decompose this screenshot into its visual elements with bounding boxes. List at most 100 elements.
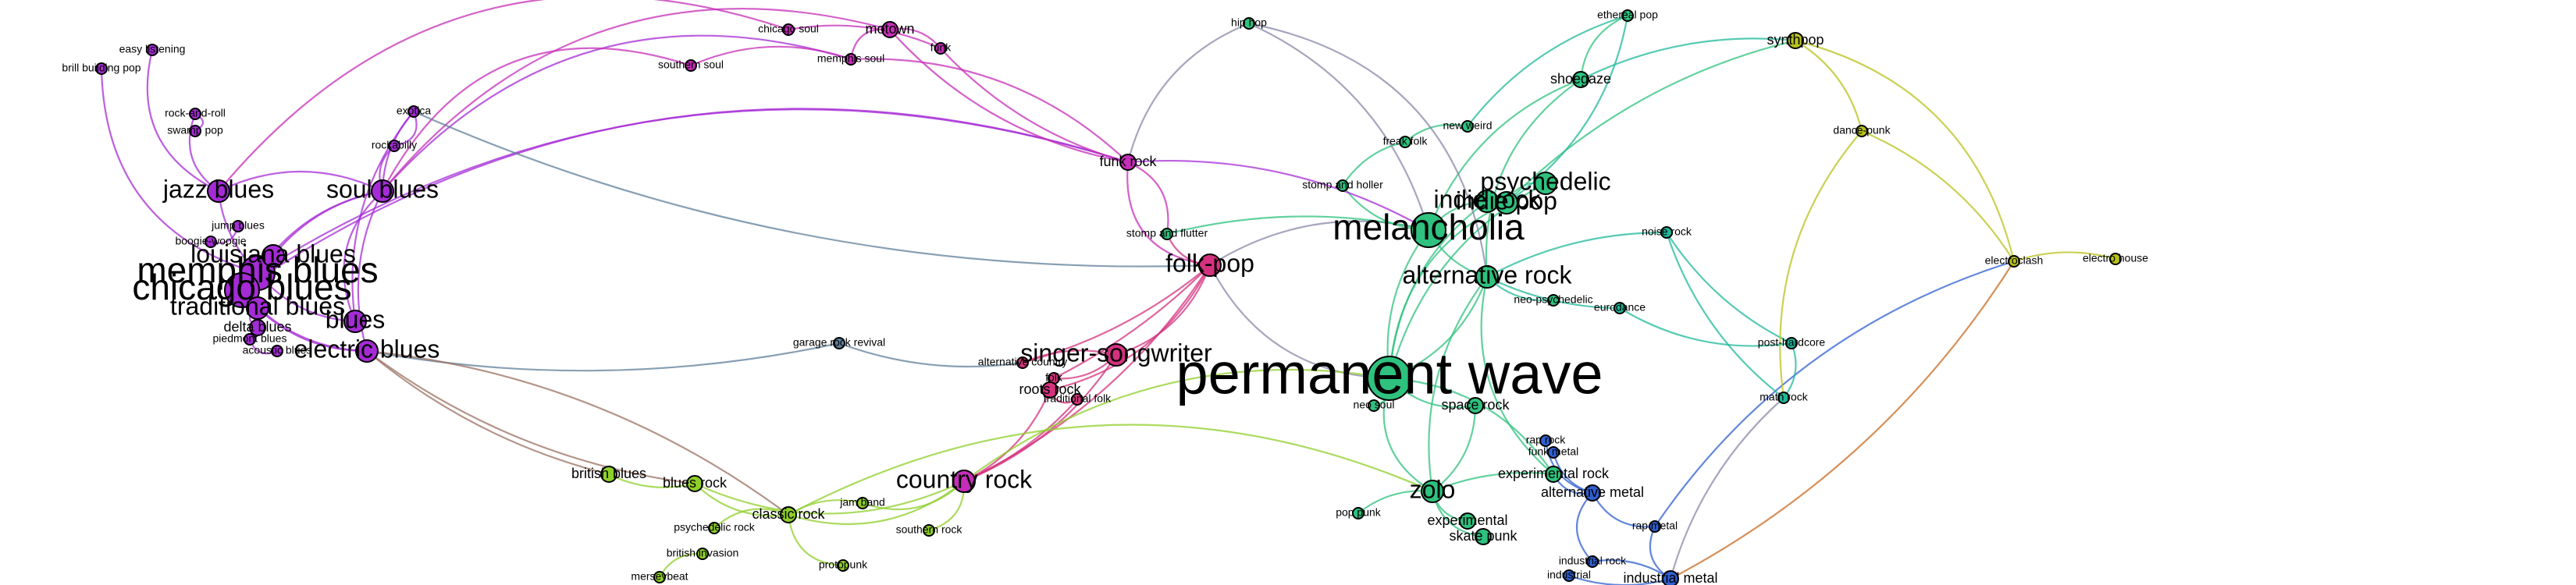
node-blues[interactable] [343, 310, 367, 333]
node-garage-rock-revival[interactable] [833, 337, 845, 349]
node-roots-rock[interactable] [1041, 381, 1059, 399]
node-skate-punk[interactable] [1475, 528, 1492, 545]
node-electro-house[interactable] [2109, 253, 2122, 265]
edge-synthpop-dance-punk [1795, 40, 1863, 132]
node-psychedelic[interactable] [1534, 172, 1557, 195]
node-swamp-pop[interactable] [189, 125, 201, 137]
node-merseybeat[interactable] [653, 571, 666, 583]
node-alternative-rock[interactable] [1475, 265, 1499, 289]
edge-folk-pop-roots-rock [1049, 264, 1211, 392]
node-protopunk[interactable] [837, 559, 849, 572]
node-experimental[interactable] [1459, 512, 1476, 530]
node-piedmont-blues[interactable] [244, 333, 256, 346]
edge-country-rock-traditional-folk [963, 399, 1078, 483]
label-rockabilly: rockabilly [372, 139, 417, 151]
node-southern-soul[interactable] [685, 59, 697, 72]
edge-garage-rock-revival-alternative-country [838, 342, 1023, 368]
edge-jazz-blues-soul-blues [218, 170, 383, 192]
node-brill-building-pop[interactable] [95, 62, 108, 75]
node-dance-punk[interactable] [1856, 125, 1868, 137]
edge-chicago-blues-funk-rock [241, 108, 1129, 291]
node-exotica[interactable] [407, 105, 420, 118]
node-singer-songwriter[interactable] [1105, 343, 1128, 367]
node-freak-folk[interactable] [1399, 136, 1411, 148]
node-easy-listening[interactable] [146, 44, 158, 56]
node-soul-blues[interactable] [371, 179, 394, 203]
node-post-hardcore[interactable] [1785, 337, 1798, 349]
node-hip-hop[interactable] [1243, 17, 1255, 30]
node-pop-punk[interactable] [1352, 507, 1364, 519]
label-math-rock: math rock [1759, 391, 1808, 403]
node-jam-band[interactable] [856, 497, 869, 509]
node-experimental-rock[interactable] [1545, 466, 1562, 483]
node-british-blues[interactable] [600, 466, 617, 483]
node-boogie-woogie[interactable] [205, 236, 217, 248]
node-rap-rock[interactable] [1539, 434, 1552, 447]
node-melancholia[interactable] [1411, 212, 1446, 248]
edge-alternative-metal-rap-metal [1592, 492, 1656, 528]
node-psychedelic-rock[interactable] [708, 522, 720, 534]
label-rock-and-roll: rock-and-roll [165, 107, 226, 119]
node-shoegaze[interactable] [1572, 71, 1589, 88]
label-melancholia: melancholia [1332, 207, 1525, 247]
node-rock-and-roll[interactable] [189, 108, 201, 120]
node-indie-rock[interactable] [1475, 190, 1499, 213]
node-ethereal-pop[interactable] [1621, 9, 1634, 22]
label-memphis-blues: memphis blues [137, 250, 378, 290]
node-industrial-rock[interactable] [1586, 555, 1599, 568]
edge-rap-metal-electroclash [1654, 260, 2015, 527]
node-british-invasion[interactable] [696, 548, 709, 560]
node-industrial[interactable] [1563, 569, 1575, 582]
node-space-rock[interactable] [1467, 397, 1484, 414]
node-memphis-soul[interactable] [845, 53, 857, 66]
node-motown[interactable] [881, 21, 898, 38]
node-industrial-metal[interactable] [1662, 570, 1679, 585]
node-math-rock[interactable] [1777, 392, 1790, 404]
label-electric-blues: electric blues [294, 335, 440, 363]
node-traditional-folk[interactable] [1071, 393, 1083, 406]
node-neo-soul[interactable] [1368, 399, 1380, 412]
node-new-weird[interactable] [1461, 120, 1474, 133]
node-blues-rock[interactable] [686, 475, 703, 492]
node-zolo[interactable] [1421, 480, 1444, 503]
node-funk[interactable] [934, 42, 947, 55]
label-noise-rock: noise rock [1642, 225, 1692, 238]
node-chicago-soul[interactable] [782, 23, 795, 36]
node-southern-rock[interactable] [923, 524, 935, 537]
node-funk-rock[interactable] [1119, 154, 1137, 171]
label-louisiana-blues: louisiana blues [190, 239, 356, 268]
node-louisiana-blues[interactable] [262, 244, 285, 268]
node-eurodance[interactable] [1614, 302, 1626, 314]
node-rap-metal[interactable] [1649, 520, 1661, 533]
node-alternative-country[interactable] [1016, 356, 1029, 369]
edge-folk-pop-folk [1053, 264, 1211, 379]
node-alternative-metal[interactable] [1584, 484, 1601, 502]
node-electric-blues[interactable] [355, 339, 379, 363]
node-country-rock[interactable] [952, 470, 976, 493]
node-jump-blues[interactable] [232, 220, 244, 232]
node-classic-rock[interactable] [780, 506, 797, 523]
node-stomp-and-flutter[interactable] [1161, 228, 1173, 240]
edge-classic-rock-zolo [788, 424, 1433, 516]
node-synthpop[interactable] [1787, 32, 1804, 49]
node-neo-psychedelic[interactable] [1547, 294, 1560, 307]
edge-dance-punk-electroclash [1861, 129, 2015, 262]
node-noise-rock[interactable] [1660, 226, 1673, 239]
node-jazz-blues[interactable] [207, 179, 230, 203]
label-delta-blues: delta blues [223, 319, 291, 335]
edge-alternative-metal-industrial-rock [1576, 492, 1593, 562]
label-rap-rock: rap rock [1526, 434, 1567, 446]
node-acoustic-blues[interactable] [271, 345, 283, 357]
node-funk-metal[interactable] [1547, 446, 1560, 459]
node-permanent-wave[interactable] [1367, 356, 1412, 401]
node-folk-pop[interactable] [1198, 254, 1222, 277]
edge-noise-rock-math-rock [1665, 232, 1784, 399]
node-delta-blues[interactable] [249, 319, 266, 336]
node-rockabilly[interactable] [388, 140, 400, 152]
node-electroclash[interactable] [2008, 255, 2020, 268]
label-boogie-woogie: boogie-woogie [175, 235, 246, 247]
label-funk-rock: funk rock [1099, 154, 1157, 169]
node-stomp-and-holler[interactable] [1336, 179, 1349, 192]
edge-funk-rock-melancholia [1127, 159, 1429, 231]
